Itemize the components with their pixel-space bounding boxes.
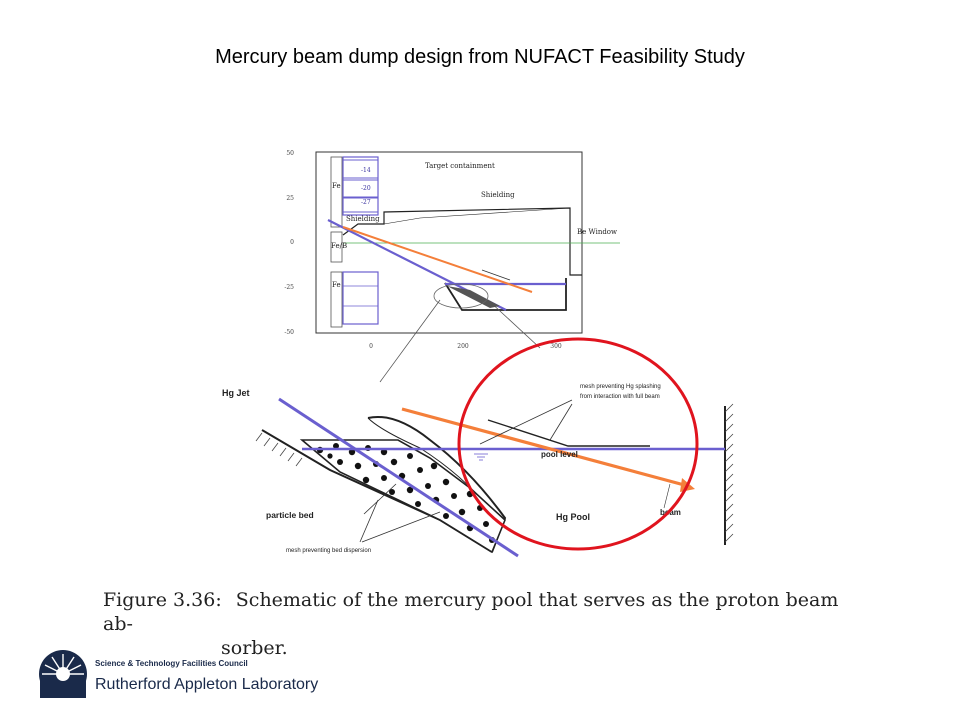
y-tick-label: 0	[290, 239, 294, 246]
x-axis: 0 200 300	[369, 343, 562, 350]
particle-bed-label: particle bed	[266, 510, 314, 520]
fe-block-mid	[330, 231, 343, 263]
shielding-outline	[342, 207, 582, 276]
x-tick-label: 200	[457, 343, 469, 350]
zoom-connector	[379, 299, 441, 383]
splash-pointer	[479, 399, 573, 445]
mesh-splash-label: from interaction with full beam	[580, 394, 660, 400]
council-name: Science & Technology Facilities Council	[95, 659, 248, 668]
mesh-splash-label: mesh preventing Hg splashing	[580, 384, 661, 390]
hg-jet-label: Hg Jet	[222, 388, 250, 398]
fe-label: Fe	[332, 182, 341, 190]
zoom-ellipse	[433, 283, 489, 309]
y-tick-label: -50	[284, 329, 294, 336]
mesh-bed-label: mesh preventing bed dispersion	[286, 548, 371, 554]
particle-bed-small	[447, 286, 500, 308]
fe-label: Fe	[332, 281, 341, 289]
coil-value: -20	[361, 185, 371, 192]
slide-title: Mercury beam dump design from NUFACT Fea…	[215, 46, 745, 68]
x-tick-label: 300	[550, 343, 562, 350]
pool-vessel	[444, 278, 567, 311]
target-containment-label: Target containment	[425, 162, 495, 170]
coil-box-3	[342, 197, 379, 213]
hg-pool-label: Hg Pool	[556, 512, 590, 522]
mesh-bed-pointer	[359, 499, 379, 543]
beam-pointer	[663, 483, 671, 509]
lab-name: Rutherford Appleton Laboratory	[95, 676, 319, 693]
caption-label: Figure 3.36:	[103, 589, 222, 611]
coil-box-lower	[342, 271, 379, 325]
figure-caption: Figure 3.36: Schematic of the mercury po…	[103, 588, 863, 660]
particle-bed-pointer	[363, 483, 397, 515]
splash-mesh	[487, 419, 650, 447]
caption-text-line2: sorber.	[221, 637, 288, 659]
particle-bed	[299, 439, 506, 554]
y-axis: 50 25 0 -25 -50	[284, 150, 294, 336]
stfc-emblem-icon	[39, 650, 87, 698]
be-window-label: Be Window	[577, 228, 617, 236]
highlight-circle	[457, 337, 699, 551]
mesh-bed-pointer	[361, 511, 441, 543]
coil-box-2	[342, 179, 379, 198]
shielding-left-label: Shielding	[346, 215, 380, 223]
coil-box-1	[342, 159, 379, 179]
mesh-shell	[367, 416, 507, 553]
splash-pointer	[549, 403, 573, 441]
x-tick-label: 0	[369, 343, 373, 350]
beam-label: beam	[660, 508, 681, 517]
fe-block-bottom	[330, 271, 343, 328]
hg-jet-line	[278, 397, 519, 558]
upper-plot: 50 25 0 -25 -50 0 200 300	[284, 150, 620, 383]
y-tick-label: 50	[286, 150, 294, 157]
fe-b-label: Fe/B	[331, 242, 347, 250]
pool-level-label: pool level	[541, 450, 578, 459]
shielding-wedge	[383, 207, 571, 225]
coil-value: -27	[361, 199, 371, 206]
beam-line	[401, 407, 689, 488]
caption-text-line1: Schematic of the mercury pool that serve…	[103, 589, 839, 635]
y-tick-label: -25	[284, 284, 294, 291]
fe-block-top	[330, 156, 343, 228]
y-tick-label: 25	[286, 195, 294, 202]
stfc-logo: Science & Technology Facilities Council …	[36, 646, 336, 702]
wall-hatching	[724, 403, 734, 543]
plot-frame	[315, 151, 583, 334]
floor-hatching	[255, 432, 303, 467]
water-level-mark	[474, 453, 488, 461]
lower-diagram: Hg Jet particle bed mesh preventing bed …	[222, 384, 734, 558]
coil-value: -14	[361, 167, 371, 174]
orange-beam-line-upper	[342, 226, 533, 293]
shielding-top-label: Shielding	[481, 191, 515, 199]
zoom-connector	[487, 299, 541, 349]
window-pointer	[481, 269, 511, 281]
